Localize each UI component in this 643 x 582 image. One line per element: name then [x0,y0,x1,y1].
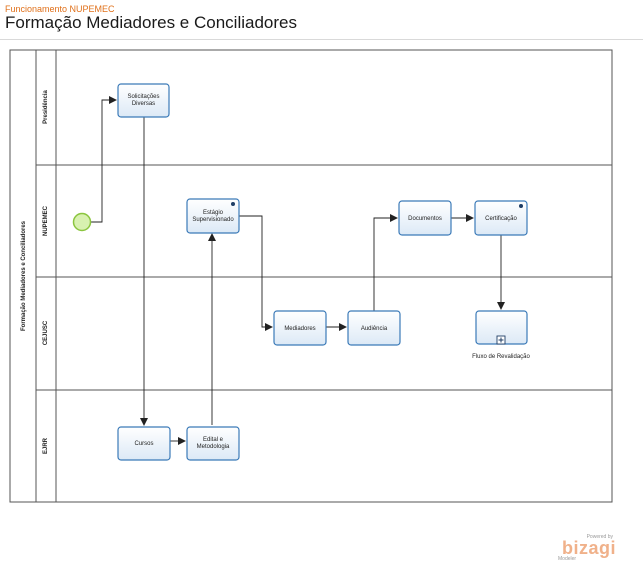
page-header: Funcionamento NUPEMEC Formação Mediadore… [0,0,643,40]
flow-start-to-solicitacoes [91,96,117,223]
bizagi-logo: Powered by bizagi Modeler [556,534,616,564]
breadcrumb[interactable]: Funcionamento NUPEMEC [5,4,115,14]
lane-label-ejrr: EJRR [43,437,49,454]
task-documentos[interactable]: Documentos [398,200,452,236]
subprocess-fluxo-revalidacao[interactable]: Fluxo de Revalidação [472,310,531,360]
sequence-flows [91,96,505,445]
task-label: Mediadores [284,326,315,332]
logo-powered-text: Powered by [586,534,613,540]
logo-modeler-text: Modeler [558,556,577,562]
task-marker-dot [519,204,523,208]
task-label: Certificação [485,216,517,222]
task-edital-metodologia[interactable]: Edital e Metodologia [186,426,240,461]
lane-label-cejusc: CEJUSC [43,320,49,345]
task-certificacao[interactable]: Certificação [474,200,528,236]
page-title: Formação Mediadores e Conciliadores [5,13,297,32]
task-label: Diversas [132,101,155,107]
task-cursos[interactable]: Cursos [117,426,171,461]
lane-label-nupemec: NUPEMEC [43,205,49,236]
task-solicitacoes-diversas[interactable]: Solicitações Diversas [117,83,170,118]
task-label: Documentos [408,216,442,222]
task-label: Edital e [203,437,224,443]
task-estagio-supervisionado[interactable]: Estágio Supervisionado [186,198,240,234]
task-label: Metodologia [197,444,230,450]
pool-border [9,49,613,503]
flow-estagio-to-mediadores [239,215,273,331]
task-label: Audiência [361,326,388,332]
task-label: Supervisionado [192,217,234,223]
lane-label-presidencia: Presidência [43,89,49,123]
task-mediadores[interactable]: Mediadores [273,310,327,346]
flow-audiencia-to-documentos [373,214,398,311]
task-marker-dot [231,202,235,206]
task-label: Cursos [134,441,153,447]
pool-label: Formação Mediadores e Conciliadores [21,220,27,331]
logo-brand-text: bizagi [561,538,616,558]
task-audiencia[interactable]: Audiência [347,310,401,346]
start-event[interactable] [72,212,92,232]
task-label: Estágio [203,210,224,216]
subprocess-label: Fluxo de Revalidação [472,354,530,360]
task-label: Solicitações [127,94,159,100]
